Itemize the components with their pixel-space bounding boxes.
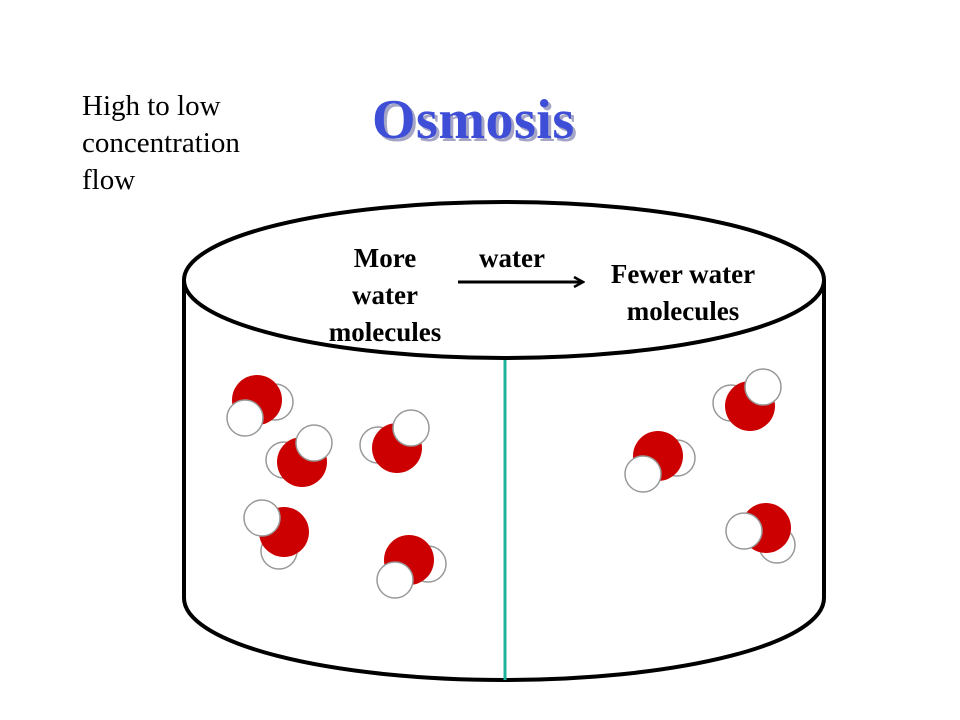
water-molecule	[624, 431, 696, 493]
water-molecule	[376, 535, 447, 599]
flow-caption: High to low concentration flow	[82, 90, 240, 196]
water-molecule	[712, 368, 782, 431]
water-molecule	[359, 409, 430, 473]
container-top	[182, 200, 826, 360]
label-fewer-water: Fewer water molecules	[610, 259, 756, 326]
label-arrow-water: water	[479, 243, 545, 273]
label-more-water: More water molecules	[328, 243, 442, 347]
water-molecule	[243, 499, 309, 570]
water-molecule	[265, 424, 333, 487]
water-molecule	[226, 375, 294, 437]
water-molecule	[725, 503, 796, 564]
slide-title: Osmosis	[372, 89, 575, 151]
